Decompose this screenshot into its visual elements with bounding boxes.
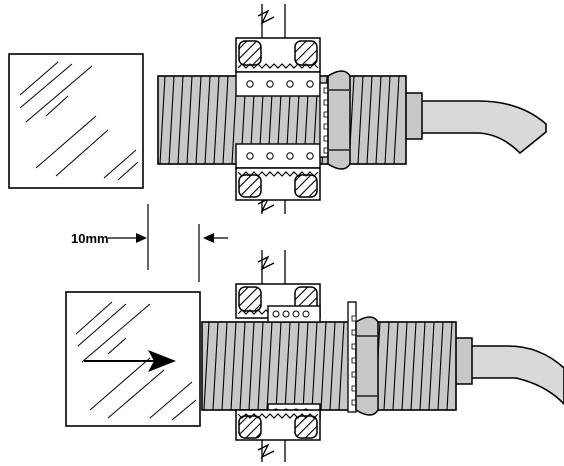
cable-bottom [469, 345, 564, 406]
bottom-assembly [65, 250, 564, 462]
dimension-indicator: 10mm [71, 204, 228, 282]
target-block-top [8, 53, 144, 189]
top-assembly [8, 4, 547, 214]
mounting-nut-top-lower [235, 167, 321, 201]
right-arrow-head-icon [148, 350, 176, 372]
mounting-nut-bottom-lower [235, 409, 321, 441]
hex-nut-bottom [347, 301, 379, 416]
lock-washer-top-upper [235, 71, 321, 97]
lock-washer-top-lower [235, 143, 321, 169]
mounting-panel-top [257, 4, 286, 214]
glass-hatch-icon [19, 61, 139, 181]
glass-hatch-icon [75, 301, 197, 421]
mounting-nut-bottom-upper [235, 283, 321, 319]
mounting-nut-top-upper [235, 37, 321, 73]
threaded-body-bottom [201, 321, 457, 411]
cable-top [419, 100, 547, 155]
dimension-label: 10mm [71, 231, 109, 246]
hex-nut-top [319, 70, 351, 170]
mounting-panel-bottom [257, 250, 286, 462]
lock-washer-bottom-upper [267, 305, 321, 323]
target-block-bottom [65, 291, 201, 427]
